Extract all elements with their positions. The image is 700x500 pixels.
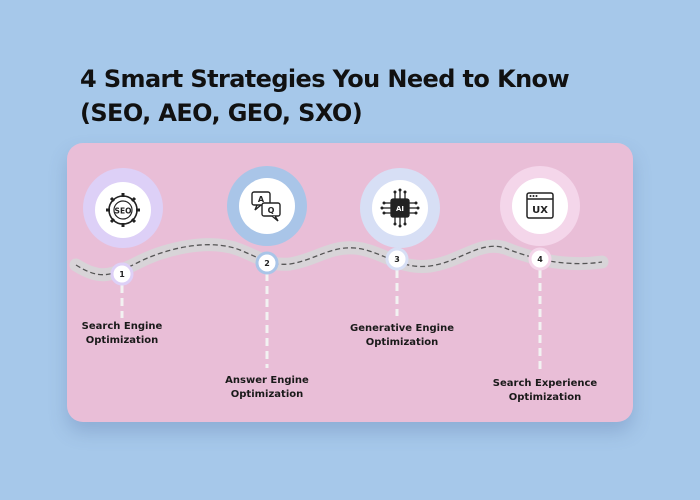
- step-label-3-line-1: Generative Engine: [350, 323, 454, 334]
- title-line-1: 4 Smart Strategies You Need to Know: [80, 65, 570, 93]
- step-label-2-line-1: Answer Engine: [225, 375, 309, 386]
- step-marker-4: 4: [528, 247, 552, 271]
- step-label-2: Answer Engine Optimization: [192, 374, 342, 402]
- page-title: 4 Smart Strategies You Need to Know (SEO…: [80, 62, 570, 130]
- connectors: [120, 270, 542, 374]
- ux-browser-icon: UX: [526, 192, 554, 219]
- qa-icon-text-q: Q: [268, 206, 275, 215]
- wave-dash: [75, 244, 603, 276]
- step-label-4: Search Experience Optimization: [470, 377, 620, 405]
- step-label-1-line-1: Search Engine: [81, 321, 163, 332]
- step-marker-1: 1: [110, 262, 134, 286]
- ai-icon-text: AI: [396, 205, 404, 213]
- ai-chip-icon: AI: [380, 188, 420, 228]
- step-label-2-line-2: Optimization: [230, 389, 304, 400]
- step-label-4-line-1: Search Experience: [492, 378, 598, 389]
- step-label-1: Search Engine Optimization: [47, 320, 197, 348]
- icon-rings: [83, 166, 580, 248]
- seo-gear-icon: SEO: [106, 193, 140, 227]
- disc-1: [95, 182, 151, 238]
- icon-discs: [95, 178, 568, 238]
- step-label-3-line-2: Optimization: [365, 337, 439, 348]
- seo-icon-text: SEO: [115, 207, 132, 216]
- qa-icon-text-a: A: [258, 195, 265, 204]
- step-number-3: 3: [394, 255, 400, 264]
- step-label-1-line-2: Optimization: [85, 335, 159, 346]
- ux-icon-text: UX: [532, 205, 548, 216]
- step-marker-3: 3: [385, 247, 409, 271]
- disc-4: [512, 178, 568, 234]
- step-number-2: 2: [264, 259, 270, 268]
- step-label-4-line-2: Optimization: [508, 392, 582, 403]
- title-line-2: (SEO, AEO, GEO, SXO): [80, 99, 363, 127]
- step-label-3: Generative Engine Optimization: [327, 322, 477, 350]
- step-number-1: 1: [119, 270, 125, 279]
- step-number-4: 4: [537, 255, 543, 264]
- qa-chat-icon: A Q: [251, 191, 281, 222]
- step-markers: 1 2 3 4: [110, 247, 552, 286]
- step-marker-2: 2: [255, 251, 279, 275]
